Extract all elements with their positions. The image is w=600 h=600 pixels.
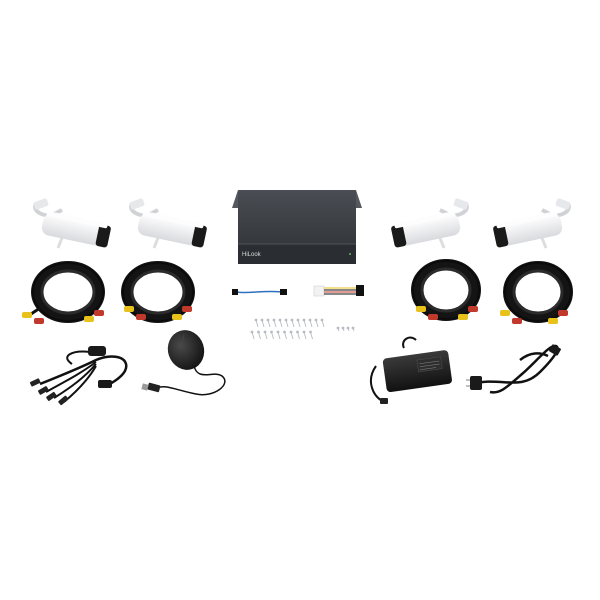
screw bbox=[272, 318, 277, 328]
screw bbox=[250, 330, 255, 340]
screw bbox=[302, 330, 307, 340]
screw bbox=[314, 318, 319, 328]
screw bbox=[308, 318, 313, 328]
screw bbox=[336, 326, 340, 332]
screw bbox=[302, 318, 307, 328]
screw bbox=[296, 318, 301, 328]
screw bbox=[270, 330, 274, 340]
usb-mouse bbox=[141, 330, 226, 396]
power-adapter bbox=[369, 336, 452, 404]
sata-cable bbox=[232, 289, 287, 295]
dvr-status-led bbox=[349, 253, 351, 255]
screw bbox=[276, 330, 281, 340]
screw bbox=[346, 326, 350, 332]
bullet-camera bbox=[493, 198, 571, 249]
screw bbox=[260, 318, 265, 328]
screw bbox=[284, 318, 289, 328]
ac-power-cord bbox=[466, 344, 561, 394]
bullet-camera bbox=[391, 198, 469, 249]
screw bbox=[263, 330, 268, 340]
bullet-camera bbox=[129, 198, 207, 249]
screw bbox=[278, 318, 283, 328]
coax-cable-coil bbox=[121, 261, 195, 323]
dvr-logo: HiLook bbox=[242, 252, 262, 258]
screw bbox=[320, 318, 325, 328]
screw-set bbox=[250, 318, 355, 340]
screw bbox=[309, 330, 313, 340]
bullet-camera bbox=[33, 198, 111, 249]
screw bbox=[283, 330, 287, 340]
power-adapter-cable bbox=[313, 285, 364, 297]
screw bbox=[290, 318, 295, 328]
screw bbox=[289, 330, 294, 340]
screw bbox=[266, 318, 271, 328]
screw bbox=[254, 318, 259, 328]
coax-cable-coil bbox=[500, 261, 573, 324]
coax-cable-coil bbox=[22, 261, 105, 324]
screw bbox=[341, 326, 345, 332]
power-splitter-cable bbox=[29, 346, 128, 406]
coax-cable-coil bbox=[411, 259, 481, 321]
screw bbox=[257, 330, 261, 340]
screw bbox=[296, 330, 300, 340]
screw bbox=[351, 326, 355, 332]
dvr-recorder: HiLook bbox=[232, 190, 362, 264]
